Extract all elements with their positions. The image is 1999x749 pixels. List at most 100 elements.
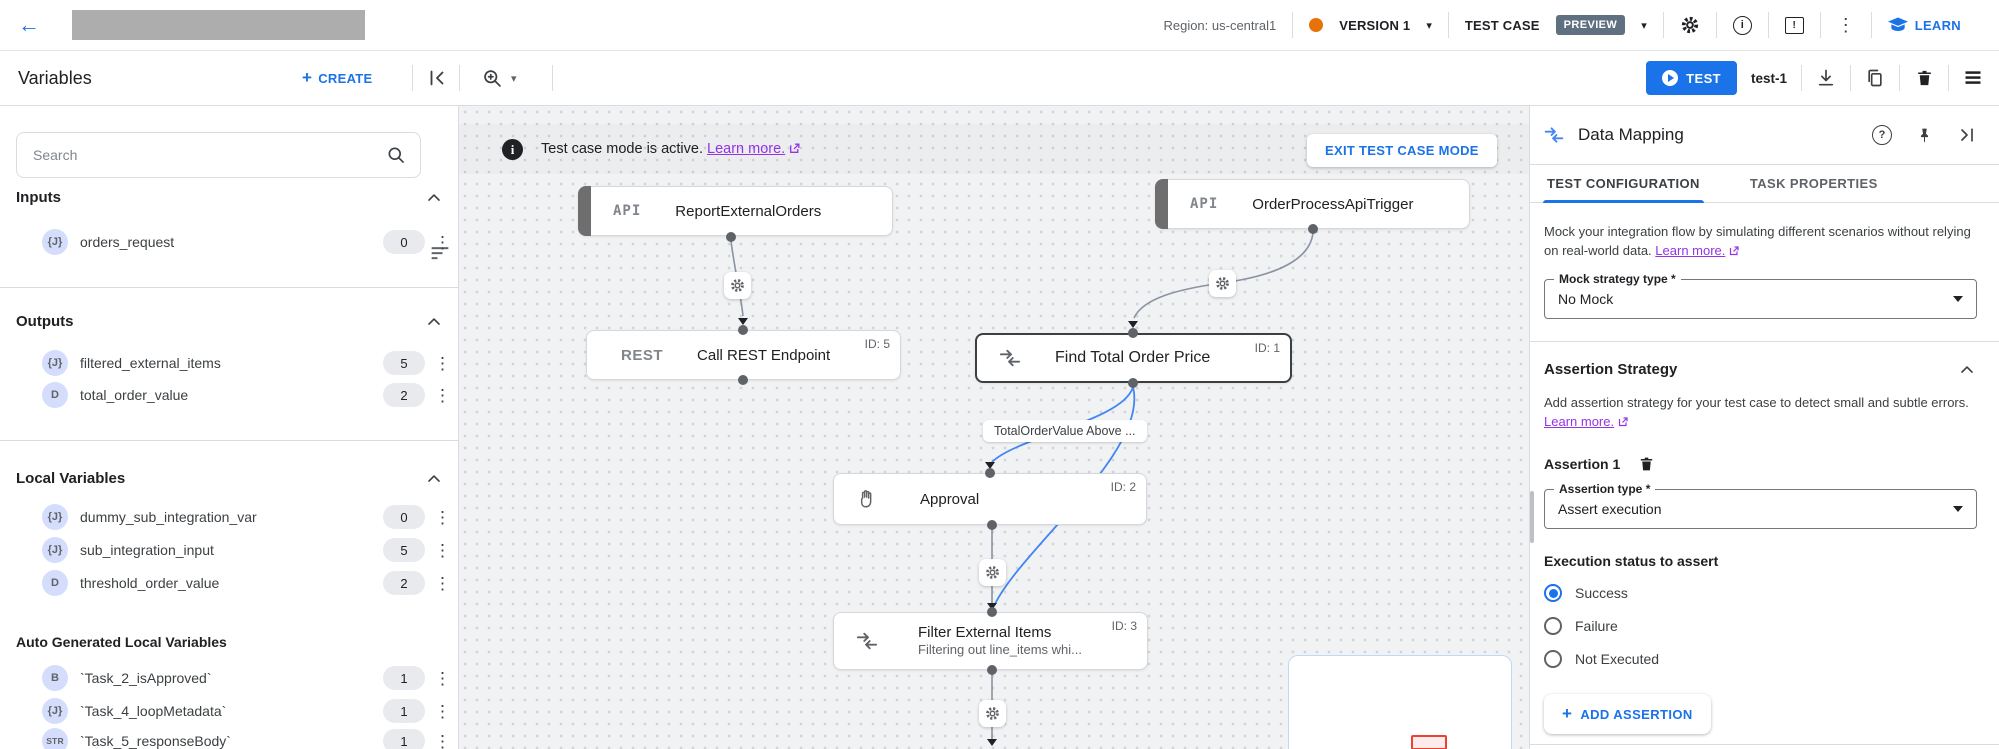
node-approval[interactable]: Approval ID: 2 xyxy=(833,473,1147,525)
connector-dot[interactable] xyxy=(1128,328,1138,338)
row-more-icon[interactable]: ⋮ xyxy=(434,353,451,373)
string-type-icon: STR xyxy=(42,728,68,749)
mock-learn-more-link[interactable]: Learn more. xyxy=(1655,242,1726,258)
test-button[interactable]: TEST xyxy=(1646,61,1737,95)
connector-dot[interactable] xyxy=(987,607,997,617)
banner-learn-more-link[interactable]: Learn more. xyxy=(707,141,786,157)
edge-gear-icon[interactable] xyxy=(1209,270,1236,297)
download-icon[interactable] xyxy=(1816,68,1836,88)
version-caret-icon[interactable]: ▾ xyxy=(1426,19,1432,32)
row-more-icon[interactable]: ⋮ xyxy=(434,385,451,405)
row-more-icon[interactable]: ⋮ xyxy=(434,573,451,593)
chevron-up-icon[interactable] xyxy=(424,469,444,489)
test-case-label: TEST CASE xyxy=(1464,17,1540,33)
test-case-caret-icon[interactable]: ▾ xyxy=(1641,19,1647,32)
variable-row[interactable]: B `Task_2_isApproved` 1 ⋮ xyxy=(0,661,459,695)
tab-task-properties[interactable]: TASK PROPERTIES xyxy=(1749,176,1878,191)
row-more-icon[interactable]: ⋮ xyxy=(434,668,451,688)
add-assertion-button[interactable]: + ADD ASSERTION xyxy=(1544,694,1711,735)
delete-assertion-icon[interactable] xyxy=(1638,455,1655,473)
connector-dot[interactable] xyxy=(985,468,995,478)
chevron-up-icon[interactable] xyxy=(1957,360,1977,380)
edge-gear-icon[interactable] xyxy=(979,700,1006,727)
zoom-control[interactable]: ▾ xyxy=(482,51,517,105)
row-more-icon[interactable]: ⋮ xyxy=(434,232,451,252)
radio-button[interactable] xyxy=(1544,617,1562,636)
edge-condition-label[interactable]: TotalOrderValue Above ... xyxy=(983,420,1147,442)
learn-link[interactable]: LEARN xyxy=(1887,17,1961,33)
radio-failure[interactable]: Failure xyxy=(1544,617,1977,636)
edge-gear-icon[interactable] xyxy=(979,559,1006,586)
radio-button[interactable] xyxy=(1544,650,1562,669)
radio-not-executed[interactable]: Not Executed xyxy=(1544,650,1977,669)
execution-log-icon[interactable] xyxy=(1963,68,1983,88)
row-more-icon[interactable]: ⋮ xyxy=(434,507,451,527)
row-more-icon[interactable]: ⋮ xyxy=(434,701,451,721)
divider xyxy=(1447,12,1449,38)
radio-success[interactable]: Success xyxy=(1544,584,1977,603)
mock-strategy-select[interactable]: Mock strategy type * No Mock xyxy=(1544,271,1977,319)
version-status-dot xyxy=(1309,18,1324,32)
external-link-icon xyxy=(1728,244,1740,263)
copy-icon[interactable] xyxy=(1865,68,1885,88)
assertion-learn-more-link[interactable]: Learn more. xyxy=(1544,413,1615,429)
panel-title: Data Mapping xyxy=(1578,125,1684,144)
redacted-title xyxy=(72,10,365,40)
data-mapping-icon xyxy=(999,347,1021,369)
connector-dot[interactable] xyxy=(1308,224,1318,234)
connector-dot[interactable] xyxy=(987,520,997,530)
create-variable-button[interactable]: + CREATE xyxy=(302,68,373,87)
chevron-up-icon[interactable] xyxy=(424,188,444,208)
edge-gear-icon[interactable] xyxy=(724,272,751,299)
panel-scrollbar[interactable] xyxy=(1530,491,1534,543)
pin-icon[interactable] xyxy=(1916,126,1933,144)
exit-test-case-mode-button[interactable]: EXIT TEST CASE MODE xyxy=(1307,134,1497,167)
zoom-caret-icon: ▾ xyxy=(511,72,517,85)
connector-dot[interactable] xyxy=(987,665,997,675)
integration-canvas[interactable]: i Test case mode is active. Learn more. … xyxy=(459,106,1529,749)
settings-gear-icon[interactable] xyxy=(1680,15,1700,35)
variable-row[interactable]: D threshold_order_value 2 ⋮ xyxy=(0,566,459,600)
tab-test-configuration[interactable]: TEST CONFIGURATION xyxy=(1543,165,1704,203)
version-label[interactable]: VERSION 1 xyxy=(1339,17,1411,33)
connector-dot[interactable] xyxy=(738,325,748,335)
variable-row[interactable]: D total_order_value 2 ⋮ xyxy=(0,378,459,412)
node-call-rest-endpoint[interactable]: REST Call REST Endpoint ID: 5 xyxy=(586,330,901,380)
test-name-label[interactable]: test-1 xyxy=(1750,70,1787,86)
connector-dot[interactable] xyxy=(738,375,748,385)
variable-row[interactable]: STR `Task_5_responseBody` 1 ⋮ xyxy=(0,724,459,749)
collapse-panel-icon[interactable] xyxy=(1957,125,1977,145)
variables-toolbar: Variables + CREATE ▾ TEST test-1 xyxy=(0,51,1999,106)
row-more-icon[interactable]: ⋮ xyxy=(434,731,451,749)
search-input[interactable] xyxy=(31,146,386,164)
help-icon[interactable]: ? xyxy=(1872,125,1892,145)
row-more-icon[interactable]: ⋮ xyxy=(434,540,451,560)
back-arrow-icon[interactable]: ← xyxy=(18,12,40,37)
sort-filter-icon[interactable] xyxy=(430,245,450,264)
connector-dot[interactable] xyxy=(1128,378,1138,388)
radio-button-selected[interactable] xyxy=(1544,584,1562,603)
usage-count-badge: 1 xyxy=(383,666,425,690)
divider xyxy=(1662,12,1664,38)
feedback-icon[interactable]: ! xyxy=(1784,16,1804,34)
node-id-label: ID: 1 xyxy=(1254,341,1280,355)
search-box[interactable] xyxy=(16,132,421,178)
node-report-external-orders[interactable]: API ReportExternalOrders xyxy=(578,186,893,236)
node-order-process-api-trigger[interactable]: API OrderProcessApiTrigger xyxy=(1155,179,1470,229)
variable-row[interactable]: {J} filtered_external_items 5 ⋮ xyxy=(0,346,459,380)
chevron-up-icon[interactable] xyxy=(424,312,444,332)
variable-row[interactable]: {J} sub_integration_input 5 ⋮ xyxy=(0,533,459,567)
variable-row[interactable]: {J} `Task_4_loopMetadata` 1 ⋮ xyxy=(0,694,459,728)
variable-row[interactable]: {J} dummy_sub_integration_var 0 ⋮ xyxy=(0,500,459,534)
node-find-total-order-price[interactable]: Find Total Order Price ID: 1 xyxy=(975,333,1292,383)
collapse-sidebar-icon[interactable] xyxy=(426,51,448,105)
connector-dot[interactable] xyxy=(726,232,736,242)
assertion-type-select[interactable]: Assertion type * Assert execution xyxy=(1544,482,1977,530)
node-filter-external-items[interactable]: Filter External Items Filtering out line… xyxy=(833,612,1148,670)
variable-row[interactable]: {J} orders_request 0 ⋮ xyxy=(0,225,459,259)
more-menu-icon[interactable]: ⋮ xyxy=(1836,15,1855,35)
partial-node-card[interactable] xyxy=(1288,655,1512,749)
info-icon[interactable]: i xyxy=(1732,15,1752,35)
delete-icon[interactable] xyxy=(1914,68,1934,88)
external-link-icon xyxy=(788,142,801,159)
